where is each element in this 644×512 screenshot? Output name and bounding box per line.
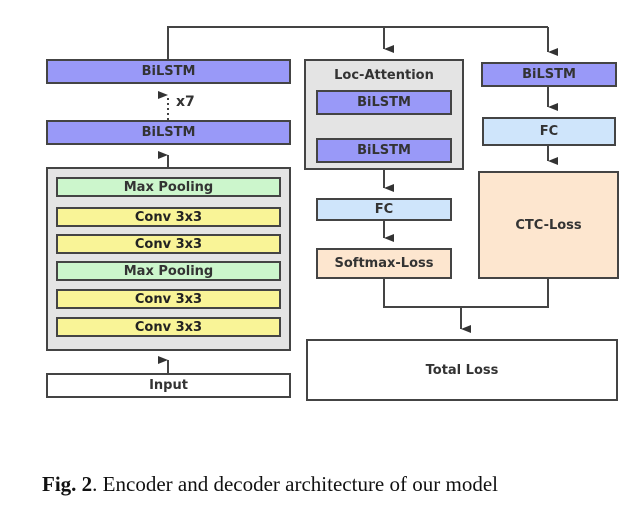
caption-label: Fig. 2 bbox=[42, 472, 93, 496]
attention-fc-label: FC bbox=[374, 202, 394, 217]
encoder-output-line bbox=[167, 26, 548, 59]
attention-bilstm-1: BiLSTM bbox=[316, 90, 452, 115]
total-loss-label: Total Loss bbox=[425, 362, 499, 378]
attention-bilstm-2: BiLSTM bbox=[316, 138, 452, 163]
ctc-loss-label: CTC-Loss bbox=[515, 217, 582, 233]
encoder-bilstm-bottom: BiLSTM bbox=[46, 120, 291, 145]
cnn-layer-conv: Conv 3x3 bbox=[56, 234, 281, 254]
cnn-layer-conv: Conv 3x3 bbox=[56, 289, 281, 309]
attention-bilstm-label: BiLSTM bbox=[357, 143, 411, 158]
total-loss-box: Total Loss bbox=[306, 339, 618, 401]
repeat-label: x7 bbox=[176, 94, 195, 110]
cnn-layer-max-pooling: Max Pooling bbox=[56, 261, 281, 281]
encoder-bilstm-top-label: BiLSTM bbox=[141, 64, 196, 79]
ctc-fc: FC bbox=[482, 117, 616, 146]
figure-caption: Fig. 2. Encoder and decoder architecture… bbox=[42, 472, 498, 497]
ctc-bilstm: BiLSTM bbox=[481, 62, 617, 87]
cnn-layer-conv: Conv 3x3 bbox=[56, 207, 281, 227]
cnn-layer-label: Conv 3x3 bbox=[134, 319, 203, 335]
softmax-loss-box: Softmax-Loss bbox=[316, 248, 452, 279]
cnn-layer-conv: Conv 3x3 bbox=[56, 317, 281, 337]
ctc-fc-label: FC bbox=[539, 124, 559, 139]
cnn-layer-label: Conv 3x3 bbox=[134, 209, 203, 225]
ctc-loss-box: CTC-Loss bbox=[478, 171, 619, 279]
loc-attention-title: Loc-Attention bbox=[334, 68, 434, 83]
merge-line bbox=[383, 278, 549, 308]
ctc-bilstm-label: BiLSTM bbox=[522, 67, 576, 82]
softmax-loss-label: Softmax-Loss bbox=[334, 256, 434, 271]
cnn-layer-label: Max Pooling bbox=[123, 179, 214, 195]
cnn-layer-max-pooling: Max Pooling bbox=[56, 177, 281, 197]
cnn-layer-label: Conv 3x3 bbox=[134, 236, 203, 252]
attention-bilstm-label: BiLSTM bbox=[357, 95, 411, 110]
cnn-layer-label: Max Pooling bbox=[123, 263, 214, 279]
caption-text: . Encoder and decoder architecture of ou… bbox=[92, 472, 498, 496]
attention-fc: FC bbox=[316, 198, 452, 221]
encoder-bilstm-bottom-label: BiLSTM bbox=[141, 125, 196, 140]
input-box: Input bbox=[46, 373, 291, 398]
input-label: Input bbox=[149, 378, 188, 393]
cnn-layer-label: Conv 3x3 bbox=[134, 291, 203, 307]
encoder-bilstm-top: BiLSTM bbox=[46, 59, 291, 84]
